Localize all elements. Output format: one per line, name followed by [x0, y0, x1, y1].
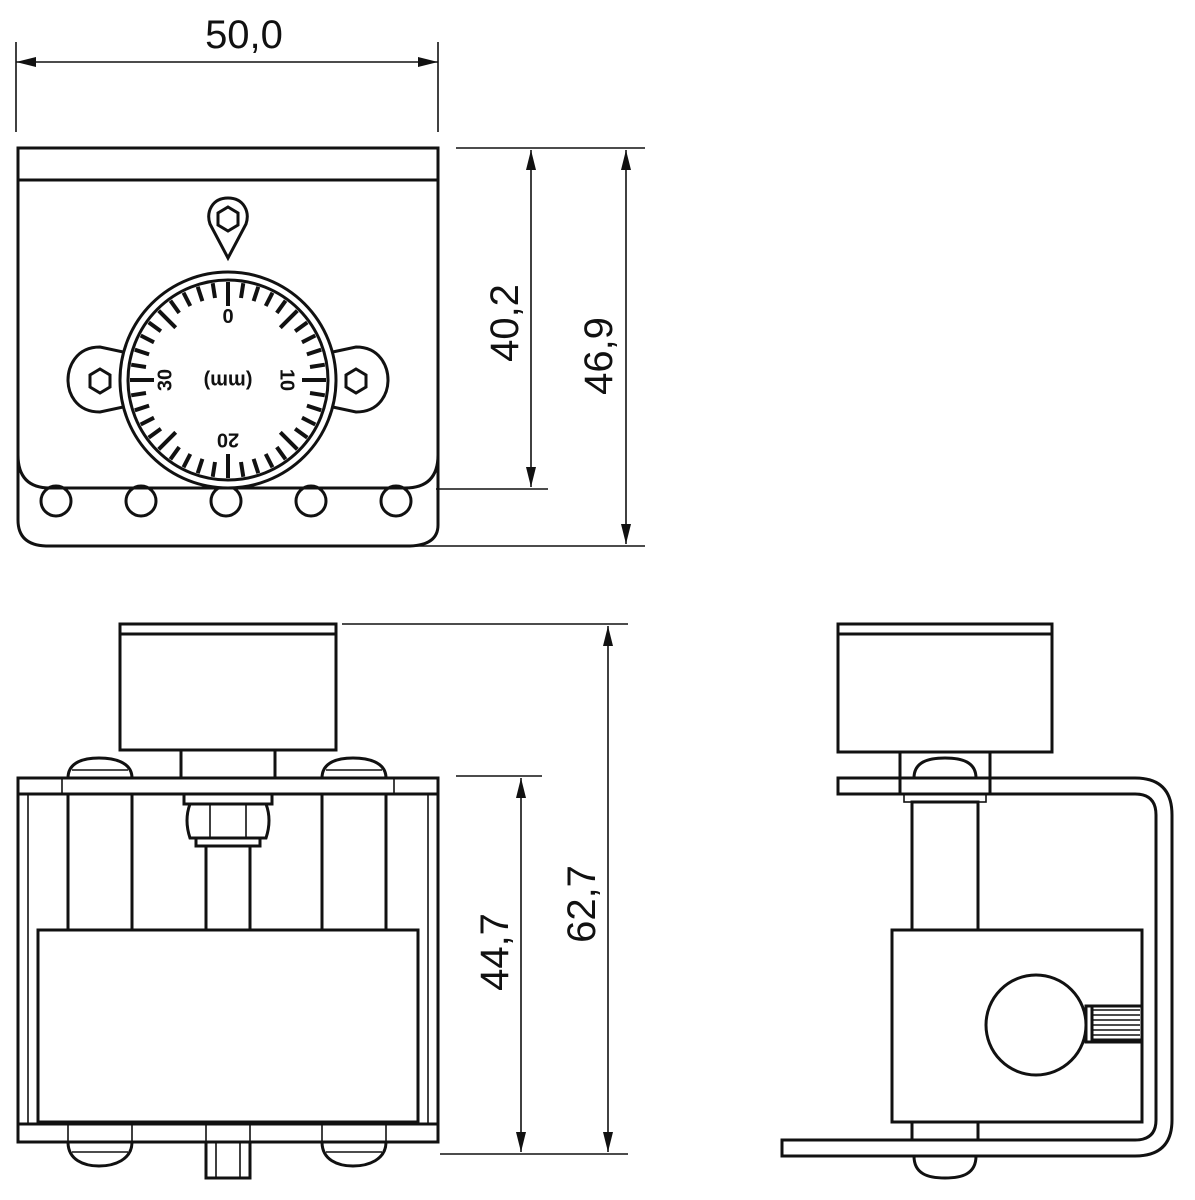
- dial-tick: [168, 445, 181, 461]
- body-block: [36, 928, 420, 1124]
- dial-mark-0: 0: [222, 306, 233, 328]
- dimension-outer-height-label: 46,9: [577, 317, 621, 395]
- dial-tick: [309, 391, 326, 398]
- dial-mark-20: 20: [217, 429, 239, 451]
- dial-unit-label: (mm): [204, 370, 253, 392]
- dial-tick: [301, 333, 317, 345]
- hex-screw-icon: [344, 367, 368, 395]
- dial-tick: [134, 347, 150, 357]
- dial-tick: [251, 286, 261, 302]
- pointer-indicator: [207, 196, 249, 262]
- dial-tick: [130, 362, 147, 369]
- dial-tick: [275, 299, 288, 315]
- dial-tick: [195, 286, 205, 302]
- screw-head: [912, 756, 978, 780]
- hex-screw-icon: [88, 367, 112, 395]
- dial-tick: [181, 453, 193, 469]
- mounting-holes-row: [39, 484, 413, 518]
- dial-tick: [139, 415, 155, 427]
- dial-tick: [147, 320, 163, 333]
- dial-tick: [239, 461, 246, 478]
- dial-tick: [278, 309, 299, 330]
- dial-tick: [239, 282, 246, 299]
- left-lug: [66, 345, 129, 414]
- dial-tick: [157, 309, 178, 330]
- spindle-end: [204, 1140, 252, 1180]
- dimension-body-height-label: 44,7: [473, 913, 517, 991]
- dial-tick: [195, 458, 205, 474]
- clamp-hole: [984, 973, 1088, 1077]
- dial-tick: [134, 403, 150, 413]
- right-lug: [327, 345, 390, 414]
- screw-head: [66, 1140, 134, 1168]
- dial-tick: [263, 453, 275, 469]
- hole: [294, 484, 328, 518]
- dial-tick: [139, 333, 155, 345]
- hole: [124, 484, 158, 518]
- dial-tick: [157, 430, 178, 451]
- side-spindle: [910, 800, 980, 932]
- side-bottom-collar: [910, 1120, 980, 1142]
- hex-nut: [185, 802, 271, 840]
- plate-outline: [16, 146, 440, 548]
- center-spindle: [204, 844, 252, 932]
- dial-tick: [181, 291, 193, 307]
- screw-head: [912, 1154, 978, 1180]
- bent-bracket: [780, 776, 1174, 1158]
- dial-scale-ticks: [130, 282, 326, 478]
- dial-tick: [293, 427, 309, 440]
- dimension-total-height-label: 62,7: [560, 865, 604, 943]
- hole: [379, 484, 413, 518]
- bottom-plate: [16, 1122, 440, 1144]
- dial-tick: [275, 445, 288, 461]
- thread-lines: [1092, 1009, 1140, 1036]
- dial-tick: [306, 347, 322, 357]
- top-plate: [16, 776, 440, 796]
- front-view: 44,7 62,7: [16, 622, 628, 1180]
- dimension-inner-height-label: 40,2: [483, 284, 527, 362]
- clamp-block: [890, 928, 1144, 1124]
- guide-rod: [66, 792, 134, 932]
- guide-rod: [320, 792, 388, 932]
- top-view: 50,0: [15, 13, 645, 548]
- knob: [118, 622, 338, 752]
- dial-tick: [130, 391, 147, 398]
- dial-tick: [147, 427, 163, 440]
- screw-head: [66, 756, 134, 780]
- dial-tick: [210, 282, 217, 299]
- screw-head: [320, 1140, 388, 1168]
- dial-tick: [251, 458, 261, 474]
- dial-tick: [278, 430, 299, 451]
- dial: 0 10 20 30 (mm): [118, 270, 338, 490]
- side-knob: [836, 622, 1054, 754]
- dial-tick: [293, 320, 309, 333]
- dial-tick: [309, 362, 326, 369]
- side-view: [780, 622, 1174, 1180]
- threaded-screw: [1084, 1004, 1144, 1044]
- hole: [209, 484, 243, 518]
- hole: [39, 484, 73, 518]
- knob-neck: [179, 748, 277, 780]
- dial-inner-ring: [126, 278, 330, 482]
- dial-tick: [306, 403, 322, 413]
- dial-mark-10: 10: [276, 369, 298, 391]
- screw-head: [320, 756, 388, 780]
- dial-tick: [210, 461, 217, 478]
- dimension-width-label: 50,0: [205, 13, 283, 57]
- dial-mark-30: 30: [154, 369, 176, 391]
- dial-tick: [301, 415, 317, 427]
- dial-tick: [168, 299, 181, 315]
- dial-tick: [263, 291, 275, 307]
